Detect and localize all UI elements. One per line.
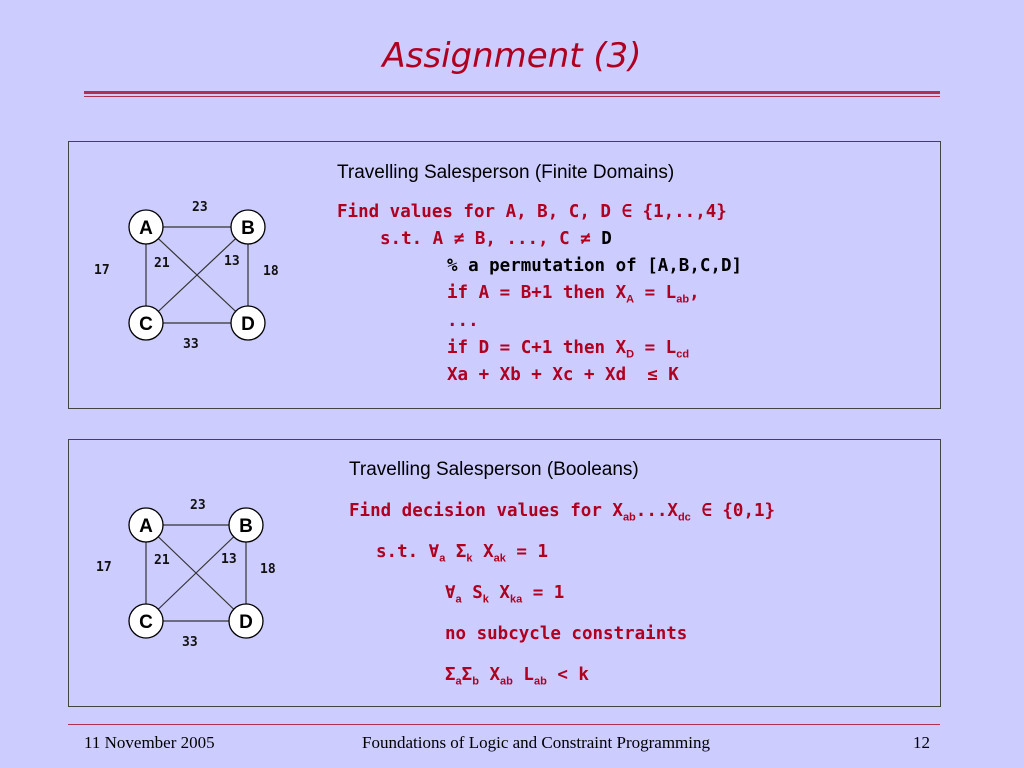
constraint-line: if A = B+1 then XA = Lab, xyxy=(447,283,700,306)
footer-course: Foundations of Logic and Constraint Prog… xyxy=(362,733,710,752)
tsp-graph-2: 23 17 21 13 18 33 A B C D xyxy=(96,498,276,650)
node-c-label: C xyxy=(139,612,153,633)
edge-ad-weight: 21 xyxy=(154,553,170,568)
edge-bd-weight: 18 xyxy=(260,562,276,577)
edge-ac-weight: 17 xyxy=(96,560,112,575)
edge-ad-weight: 21 xyxy=(154,256,170,271)
node-a xyxy=(128,209,164,245)
title-underline-thin xyxy=(84,96,940,97)
node-c xyxy=(128,603,164,639)
node-a-label: A xyxy=(139,218,153,239)
constraint-line: Find decision values for Xab...Xdc ∈ {0,… xyxy=(349,501,776,524)
title-underline xyxy=(84,91,940,94)
node-a xyxy=(128,507,164,543)
constraint-line: no subcycle constraints xyxy=(445,624,688,644)
constraint-line: s.t. ∀a Σk Xak = 1 xyxy=(376,542,549,565)
node-b xyxy=(228,507,264,543)
slide-title: Assignment (3) xyxy=(382,36,642,76)
edge-bc xyxy=(145,524,247,622)
page-number: 12 xyxy=(913,733,930,752)
edge-ab-weight: 23 xyxy=(190,498,206,513)
constraint-line: s.t. A ≠ B, ..., C ≠ D xyxy=(380,229,612,249)
node-a-label: A xyxy=(139,516,153,537)
edge-ac-weight: 17 xyxy=(94,263,110,278)
constraint-line: if D = C+1 then XD = Lcd xyxy=(447,338,690,361)
edge-bc-weight: 13 xyxy=(221,552,237,567)
edge-cd-weight: 33 xyxy=(183,337,199,352)
footer-date: 11 November 2005 xyxy=(84,733,215,752)
constraint-line: Find values for A, B, C, D ∈ {1,..,4} xyxy=(337,202,727,222)
node-b-label: B xyxy=(239,516,253,537)
node-b-label: B xyxy=(241,218,255,239)
booleans-panel xyxy=(68,439,941,707)
edge-cd-weight: 33 xyxy=(182,635,198,650)
node-d-label: D xyxy=(241,314,255,335)
node-d xyxy=(230,305,266,341)
finite-domains-panel xyxy=(68,141,941,409)
constraint-line: ... xyxy=(447,311,479,331)
tsp-graph-1: 23 17 21 13 18 33 A B C D xyxy=(94,200,279,352)
constraint-line: % a permutation of [A,B,C,D] xyxy=(447,256,743,276)
constraint-line: Xa + Xb + Xc + Xd ≤ K xyxy=(447,365,679,385)
edge-bc xyxy=(145,226,249,324)
footer-rule xyxy=(68,724,940,725)
edge-ab-weight: 23 xyxy=(192,200,208,215)
node-b xyxy=(230,209,266,245)
edge-bd-weight: 18 xyxy=(263,264,279,279)
constraint-line: ∀a Sk Xka = 1 xyxy=(445,583,565,606)
edge-bc-weight: 13 xyxy=(224,254,240,269)
panel2-heading: Travelling Salesperson (Booleans) xyxy=(349,459,639,480)
node-c xyxy=(128,305,164,341)
node-d-label: D xyxy=(239,612,253,633)
panel1-heading: Travelling Salesperson (Finite Domains) xyxy=(337,162,675,183)
node-d xyxy=(228,603,264,639)
node-c-label: C xyxy=(139,314,153,335)
constraint-line: ΣaΣb Xab Lab < k xyxy=(445,665,589,688)
